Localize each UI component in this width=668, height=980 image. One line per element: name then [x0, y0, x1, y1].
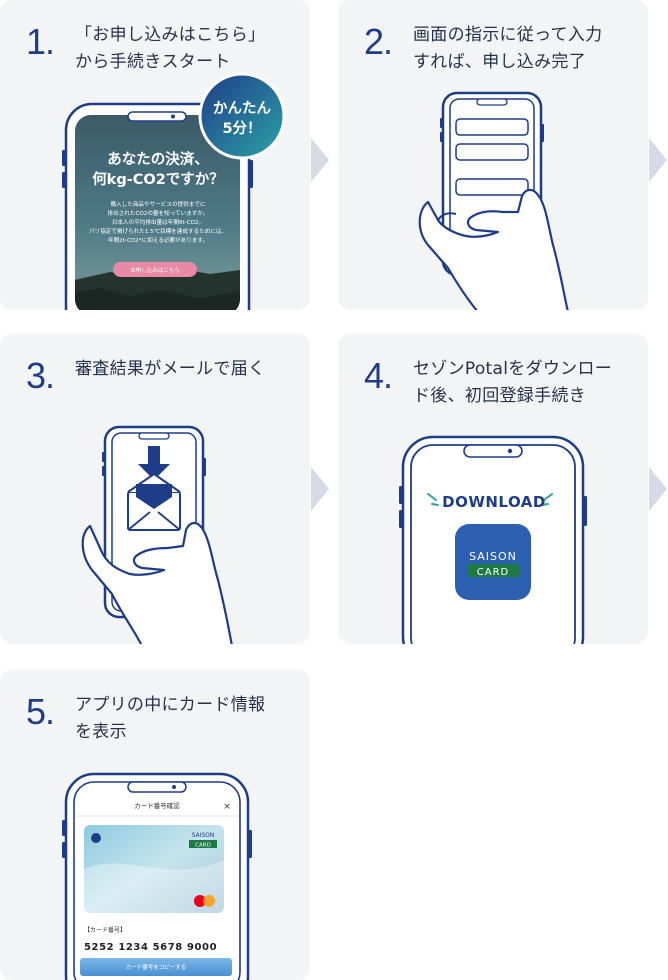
form-field [456, 119, 528, 135]
app-icon-text: CARD [477, 567, 509, 578]
next-step-arrow-icon [311, 138, 329, 182]
saison-card-app-icon[interactable]: SAISON CARD [455, 524, 531, 600]
screen-body-text: 日本人の平均排出量は年間8t-CO2。 [112, 218, 204, 226]
card-number-label: 【カード番号】 [84, 927, 126, 934]
phone-form-illustration [338, 0, 648, 310]
next-step-arrow-icon [649, 138, 667, 182]
apply-button-label: お申し込みはこちら [130, 266, 180, 274]
step-card-4: 4. セゾンPotalをダウンロー ド後、初回登録手続き DOWNLOAD SA… [338, 334, 648, 644]
step-card-3: 3. 審査結果がメールで届く [0, 334, 310, 644]
screen-body-text: 購入した商品やサービスの提供までに [110, 200, 206, 208]
screen-body-text: 年間2t-CO2*に抑える必要があります。 [108, 236, 208, 244]
download-label: DOWNLOAD [442, 493, 546, 511]
step-card-2: 2. 画面の指示に従って入力 すれば、申し込み完了 [338, 0, 648, 310]
card-brand-text: SAISON [192, 832, 215, 839]
step-card-1: 1. 「お申し込みはこちら」 から手続きスタート [0, 0, 310, 310]
form-field [456, 179, 528, 195]
phone-card-illustration: カード番号確認 × SAISON CARD 【カード番号】 5252 1234 … [0, 670, 310, 980]
form-field [456, 144, 528, 160]
close-icon[interactable]: × [223, 802, 231, 812]
phone-illustration: あなたの決済、 何kg-CO2ですか？ 購入した商品やサービスの提供までに 排出… [0, 0, 310, 310]
phone-download-illustration: DOWNLOAD SAISON CARD [338, 334, 648, 644]
credit-card-image: SAISON CARD [84, 825, 224, 913]
screen-headline: 何kg-CO2ですか？ [92, 170, 224, 188]
card-brand-text: CARD [195, 843, 211, 849]
card-number-value: 5252 1234 5678 9000 [84, 942, 217, 953]
badge-text: 5分！ [222, 120, 261, 137]
screen-headline: あなたの決済、 [107, 150, 209, 168]
next-step-arrow-icon [649, 467, 667, 511]
screen-header-title: カード番号確認 [134, 801, 180, 810]
screen-body-text: 排出されたCO2の量を知っていますか。 [108, 209, 209, 217]
phone-mail-illustration [0, 334, 310, 644]
next-step-arrow-icon [311, 467, 329, 511]
badge-text: かんたん [213, 100, 271, 117]
step-card-5: 5. アプリの中にカード情報 を表示 カード番号確認 × [0, 670, 310, 980]
screen-body-text: パリ協定で掲げられた1.5℃目標を達成するためには、 [89, 227, 227, 235]
app-icon-text: SAISON [469, 550, 517, 563]
copy-button-label: カード番号をコピーする [126, 964, 187, 971]
